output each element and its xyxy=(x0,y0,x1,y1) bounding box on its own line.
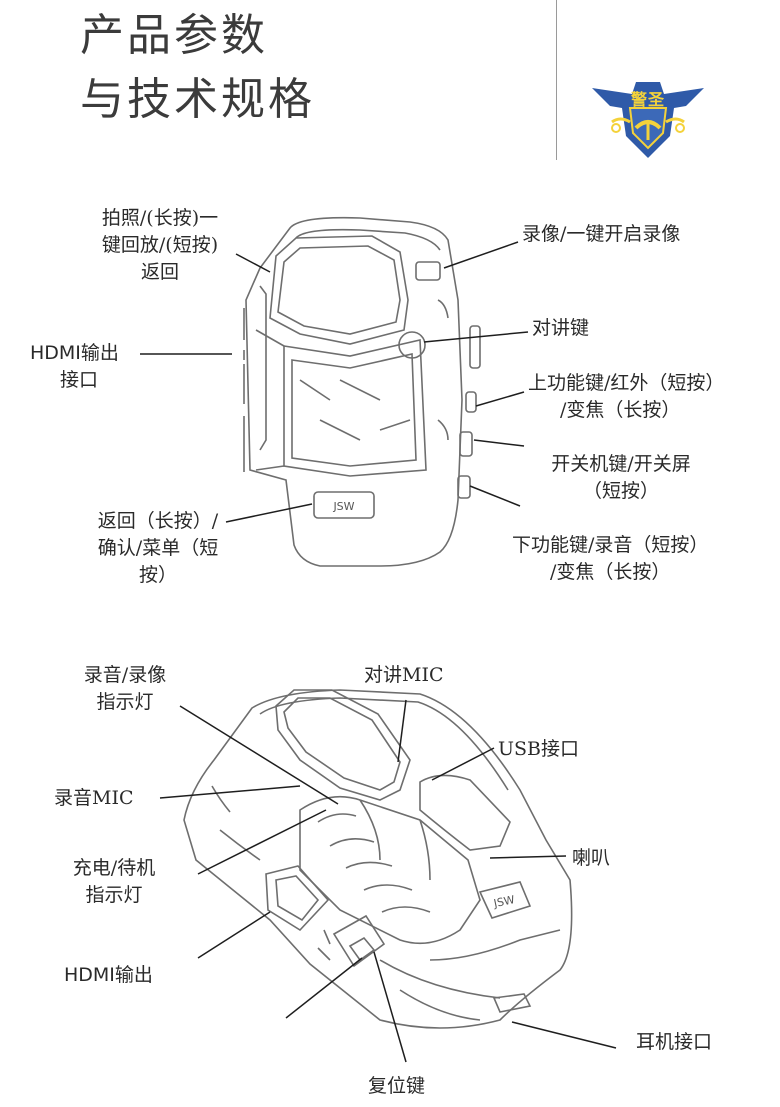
photo-key-label-line2: 键回放/(短按) xyxy=(101,234,219,256)
back-ribbed-panel xyxy=(211,785,481,945)
record-indicator-label: 录音/录像 指示灯 xyxy=(62,662,188,716)
page-title-line1: 产品参数 xyxy=(80,10,268,61)
confirm-menu-key-label: 返回（长按）/ 确认/菜单（短 按） xyxy=(78,508,238,589)
down-function-key-label: 下功能键/录音（短按） /变焦（长按） xyxy=(512,532,708,586)
speaker-label: 喇叭 xyxy=(572,847,611,869)
confirm-menu-key-label-line1: 返回（长按）/ xyxy=(97,510,219,532)
record-indicator-label-line1: 录音/录像 xyxy=(83,664,167,686)
hdmi-port-label-line1: HDMI输出 xyxy=(30,342,119,364)
up-function-key-label: 上功能键/红外（短按） /变焦（长按） xyxy=(528,370,724,424)
record-video-label: 录像/一键开启录像 xyxy=(522,223,681,245)
hdmi-port-label-line2: 接口 xyxy=(60,369,99,391)
power-key-label: 开关机键/开关屏 （短按） xyxy=(528,451,714,505)
record-indicator-label-line2: 指示灯 xyxy=(96,691,154,713)
confirm-menu-key-label-line3: 按） xyxy=(138,564,177,586)
back-badge-text: JSW xyxy=(492,893,516,910)
front-lower-panel xyxy=(255,329,427,477)
front-side-buttons xyxy=(243,261,481,499)
logo-text: 警圣 xyxy=(631,90,666,109)
up-function-key-label-line2: /变焦（长按） xyxy=(560,399,681,421)
intercom-key-label: 对讲键 xyxy=(532,317,590,339)
front-leader-lines xyxy=(140,241,529,523)
header-divider xyxy=(556,0,557,160)
charge-indicator-label-line2: 指示灯 xyxy=(85,884,143,906)
confirm-menu-key-label-line2: 确认/菜单（短 xyxy=(97,537,219,559)
intercom-mic-label: 对讲MIC xyxy=(364,664,444,686)
front-badge-text: JSW xyxy=(332,500,354,513)
photo-key-label-line1: 拍照/(长按)一 xyxy=(101,207,219,229)
front-screen-outline xyxy=(269,235,409,345)
front-menu-button xyxy=(313,491,375,519)
shield-logo-icon xyxy=(592,82,704,158)
hdmi-port-label: HDMI输出 接口 xyxy=(30,340,119,394)
down-function-key-label-line1: 下功能键/录音（短按） xyxy=(512,534,709,556)
earphone-port-label: 耳机接口 xyxy=(636,1031,713,1053)
back-ports xyxy=(265,865,532,1013)
charge-indicator-label-line1: 充电/待机 xyxy=(72,857,156,879)
back-top-hump xyxy=(275,689,511,851)
usb-port-label: USB接口 xyxy=(498,738,579,760)
power-key-label-line1: 开关机键/开关屏 xyxy=(551,453,691,475)
hdmi-output-label: HDMI输出 xyxy=(64,964,153,986)
photo-key-label-line3: 返回 xyxy=(140,261,179,283)
back-device-body xyxy=(183,689,573,1029)
record-mic-label: 录音MIC xyxy=(54,787,134,809)
power-key-label-line2: （短按） xyxy=(582,480,659,502)
down-function-key-label-line2: /变焦（长按） xyxy=(550,561,671,583)
photo-key-label: 拍照/(长按)一 键回放/(短按) 返回 xyxy=(84,205,236,286)
back-lower-shell xyxy=(379,929,561,1021)
charge-indicator-label: 充电/待机 指示灯 xyxy=(52,855,176,909)
up-function-key-label-line1: 上功能键/红外（短按） xyxy=(528,372,725,394)
page-title-line2: 与技术规格 xyxy=(80,74,315,125)
back-leader-lines xyxy=(159,699,617,1063)
reset-key-label: 复位键 xyxy=(368,1075,426,1097)
front-device-body xyxy=(245,216,463,567)
